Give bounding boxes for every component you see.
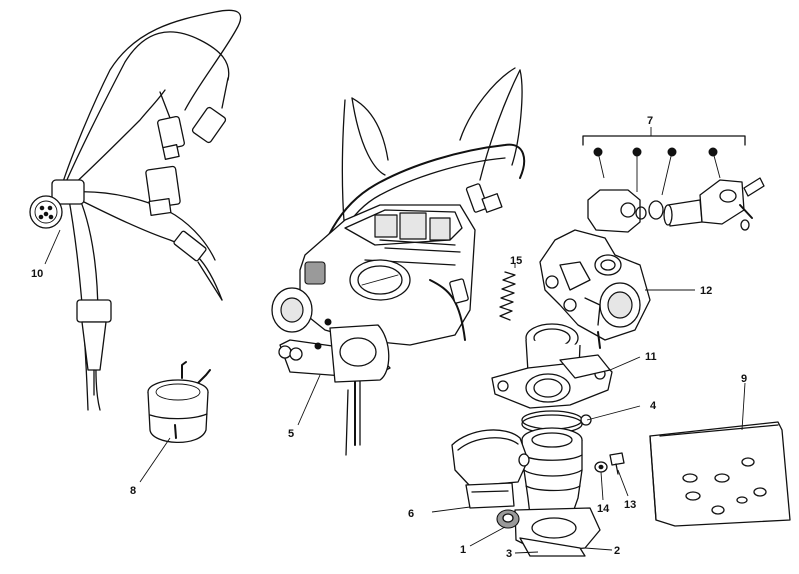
part-14-washer	[594, 461, 608, 473]
callout-7: 7	[647, 115, 653, 127]
wiring-harness	[29, 9, 242, 411]
callout-12: 12	[700, 285, 712, 297]
part-15-spring	[499, 271, 516, 321]
callout-6: 6	[408, 508, 414, 520]
callout-2: 2	[614, 545, 620, 557]
part-12-manifold	[539, 229, 651, 349]
callout-11: 11	[645, 351, 657, 363]
callout-9: 9	[741, 373, 747, 385]
part-7-sensor-set	[582, 127, 765, 233]
callout-10: 10	[31, 268, 43, 280]
callout-4: 4	[650, 400, 657, 412]
callout-1: 1	[460, 544, 466, 556]
part-2-intake-rubber	[514, 427, 601, 557]
part-6-cover	[451, 429, 530, 509]
callout-15: 15	[510, 255, 522, 267]
callout-labels: 1 2 3 4 5 6 7 8 9 10 11 12 13 14 15	[31, 115, 747, 560]
part-9-heat-shield	[649, 421, 791, 527]
callout-13: 13	[624, 499, 636, 511]
callout-8: 8	[130, 485, 136, 497]
part-5-throttle-body	[271, 67, 526, 456]
callout-14: 14	[597, 503, 610, 515]
callout-5: 5	[288, 428, 294, 440]
part-8-regulator	[147, 361, 211, 444]
leader-lines	[44, 229, 746, 554]
part-13-bolt	[609, 452, 625, 475]
part-11-adapter	[491, 323, 613, 409]
callout-3: 3	[506, 548, 512, 560]
part-1-seal	[496, 509, 520, 529]
